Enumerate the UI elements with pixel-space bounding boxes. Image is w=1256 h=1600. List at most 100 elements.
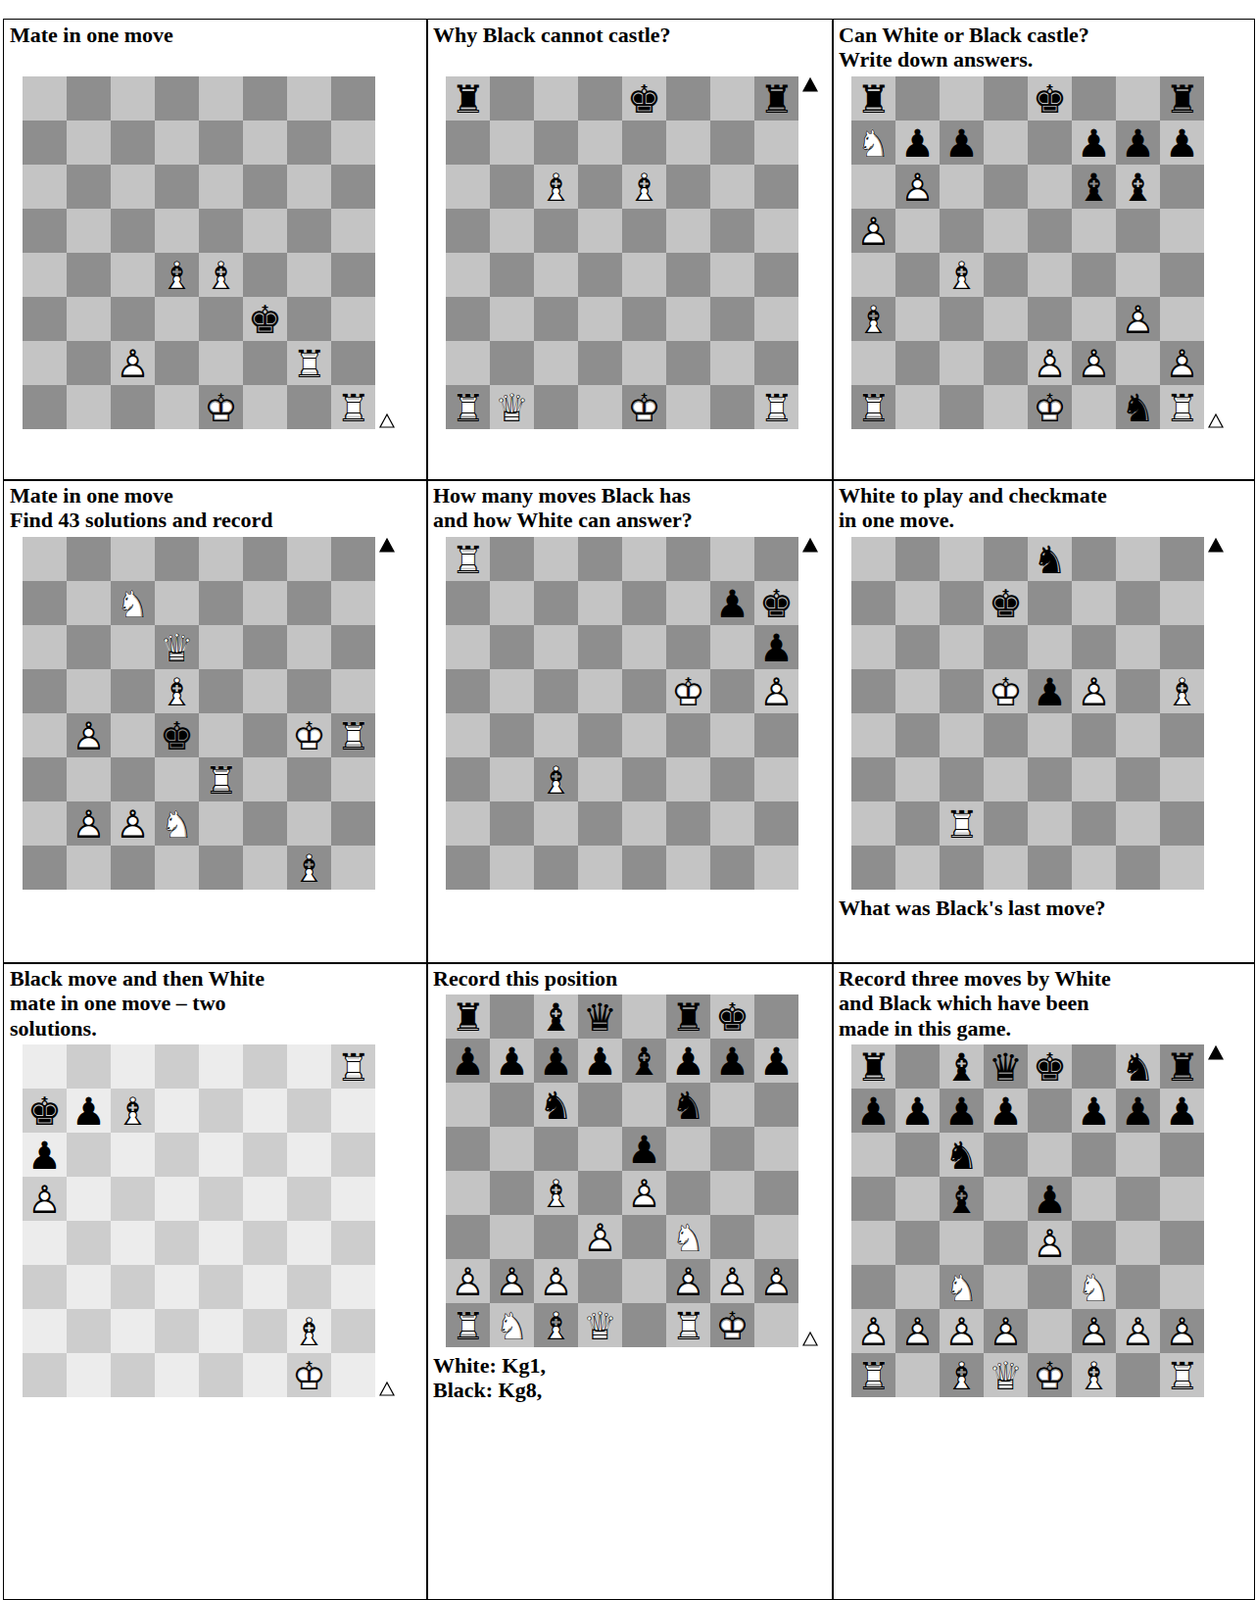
board-square [1071, 625, 1116, 670]
board-square [66, 1220, 111, 1265]
board-square [1071, 1308, 1116, 1353]
piece-body: ♟︎ [900, 165, 935, 210]
board-square [622, 1214, 667, 1259]
piece-body: ♝︎ [1164, 670, 1200, 715]
piece-body: ♟︎ [1032, 1221, 1067, 1266]
board-square [983, 296, 1028, 341]
board-square [1027, 801, 1072, 846]
piece-body: ♟︎ [944, 1309, 979, 1354]
board-square [939, 1088, 984, 1133]
board-square [983, 1132, 1028, 1177]
board-square [242, 757, 288, 802]
board-square [66, 164, 111, 209]
board-square [1027, 1044, 1072, 1089]
chess-piece: ♟︎ [1120, 1089, 1156, 1134]
puzzle-title: Record three moves by White and Black wh… [838, 966, 1121, 1041]
chess-piece: ♞︎♘︎ [159, 802, 194, 847]
piece-body: ♟︎ [27, 1133, 62, 1178]
board-caption: White: Kg1, [433, 1352, 716, 1378]
board-square [533, 845, 579, 890]
board-square [22, 1176, 67, 1221]
piece-outline: ♘︎ [115, 581, 150, 627]
piece-outline: ♙︎ [582, 1215, 618, 1260]
board-square [287, 580, 332, 626]
board-square [1159, 669, 1205, 714]
board-square [895, 385, 940, 430]
board-square [331, 76, 376, 121]
board-square [1027, 536, 1072, 581]
puzzle-cell: Record three moves by White and Black wh… [831, 962, 1256, 1600]
board-square [66, 1264, 111, 1309]
piece-outline: ♖︎ [336, 714, 371, 759]
board-square [754, 536, 799, 581]
board-square [242, 1264, 288, 1309]
board-square [754, 252, 799, 297]
piece-body: ♟︎ [1164, 341, 1200, 387]
board-square [1159, 580, 1205, 626]
chess-piece: ♟︎♙︎ [988, 1309, 1023, 1354]
piece-body: ♚︎ [715, 1304, 750, 1349]
chess-piece: ♚︎ [988, 581, 1023, 627]
piece-outline: ♘︎ [671, 1215, 706, 1260]
board-square [198, 385, 243, 430]
board-square [489, 252, 534, 297]
board-square [22, 625, 67, 670]
board-square [22, 757, 67, 802]
board-square [287, 385, 332, 430]
piece-outline: ♕︎ [159, 626, 194, 671]
piece-outline: ♖︎ [450, 537, 485, 582]
board-square [710, 845, 755, 890]
board-square [851, 1132, 896, 1177]
board-square [66, 580, 111, 626]
board-square [489, 713, 534, 758]
chess-piece: ♜︎♖︎ [450, 1304, 485, 1349]
board-square [710, 994, 755, 1039]
piece-body: ♚︎ [291, 714, 327, 759]
board-square [1027, 164, 1072, 209]
board-square [578, 1170, 623, 1215]
board-square [331, 1220, 376, 1265]
piece-body: ♝︎ [291, 846, 327, 891]
board-square [110, 536, 155, 581]
board-square [622, 994, 667, 1039]
board-square [578, 296, 623, 341]
chess-piece: ♚︎ [759, 581, 794, 627]
chess-piece: ♚︎ [1032, 1045, 1067, 1090]
chess-piece: ♟︎ [900, 121, 935, 166]
board-square [1115, 296, 1160, 341]
piece-outline: ♗︎ [159, 253, 194, 298]
board-square [666, 669, 711, 714]
puzzle-title: How many moves Black has and how White c… [433, 483, 716, 533]
board-square [22, 252, 67, 297]
chess-piece: ♞︎ [944, 1133, 979, 1178]
piece-body: ♞︎ [494, 1304, 530, 1349]
board-square [66, 1044, 111, 1089]
board-square [939, 1044, 984, 1089]
board-square [622, 845, 667, 890]
board-square [489, 208, 534, 253]
board-square [622, 801, 667, 846]
board-square [1115, 757, 1160, 802]
piece-outline: ♖︎ [671, 1304, 706, 1349]
board-square [287, 76, 332, 121]
piece-body: ♝︎ [944, 1353, 979, 1399]
board-square [1115, 1308, 1160, 1353]
board-square [622, 1303, 667, 1348]
board-square [578, 208, 623, 253]
piece-body: ♚︎ [1032, 1045, 1067, 1090]
chess-piece: ♟︎ [1076, 121, 1112, 166]
piece-outline: ♘︎ [944, 1265, 979, 1310]
puzzle-title: Find 43 solutions and record [9, 507, 292, 532]
board-caption: Black: Kg8, [433, 1377, 716, 1402]
board-square [622, 1038, 667, 1083]
piece-body: ♜︎ [450, 1304, 485, 1349]
piece-body: ♟︎ [759, 626, 794, 671]
chess-piece: ♟︎ [1076, 1089, 1112, 1134]
chess-piece: ♚︎♔︎ [1032, 386, 1067, 431]
piece-outline: ♘︎ [159, 802, 194, 847]
board-square [445, 1038, 490, 1083]
board-square [533, 1038, 579, 1083]
board-square [1027, 208, 1072, 253]
board-square [710, 1082, 755, 1127]
chess-piece: ♞︎♘︎ [494, 1304, 530, 1349]
